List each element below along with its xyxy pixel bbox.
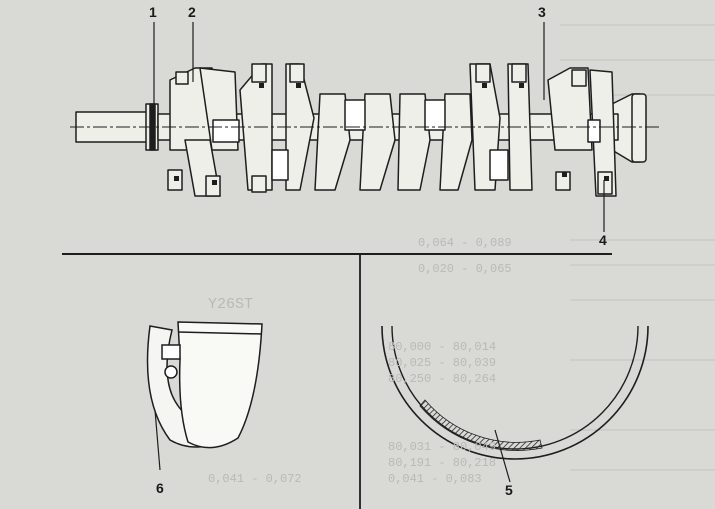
bearing-oil-hole — [164, 365, 178, 379]
bleed-through-text: 80,250 - 80,264 — [388, 372, 497, 386]
bleed-through-text: 80,191 - 80,218 — [388, 456, 497, 470]
bleed-through-text: 0,041 - 0,083 — [388, 472, 482, 486]
half-bearing — [381, 325, 649, 460]
bleed-through-text: 80,031 - 80,049 — [388, 440, 497, 454]
oil-hole-marks — [174, 83, 609, 185]
bleed-through-text: 80,025 - 80,039 — [388, 356, 497, 370]
bleed-through-text: 0,064 - 0,089 — [418, 236, 512, 250]
bearing-shell-flanged — [146, 321, 263, 449]
callout-1: 1 — [149, 4, 157, 20]
callout-4: 4 — [599, 232, 607, 248]
callout-3: 3 — [538, 4, 546, 20]
bleed-through-text: 80,000 - 80,014 — [388, 340, 497, 354]
bleed-through-text: 0,041 - 0,072 — [208, 472, 302, 486]
crankshaft — [75, 63, 647, 197]
bleed-through-text: 0,020 - 0,065 — [418, 262, 512, 276]
bleed-through-text: Y26ST — [208, 296, 254, 313]
callout-5: 5 — [505, 482, 513, 498]
bearing-tab — [161, 344, 181, 360]
callout-2: 2 — [188, 4, 196, 20]
callout-6: 6 — [156, 480, 164, 496]
